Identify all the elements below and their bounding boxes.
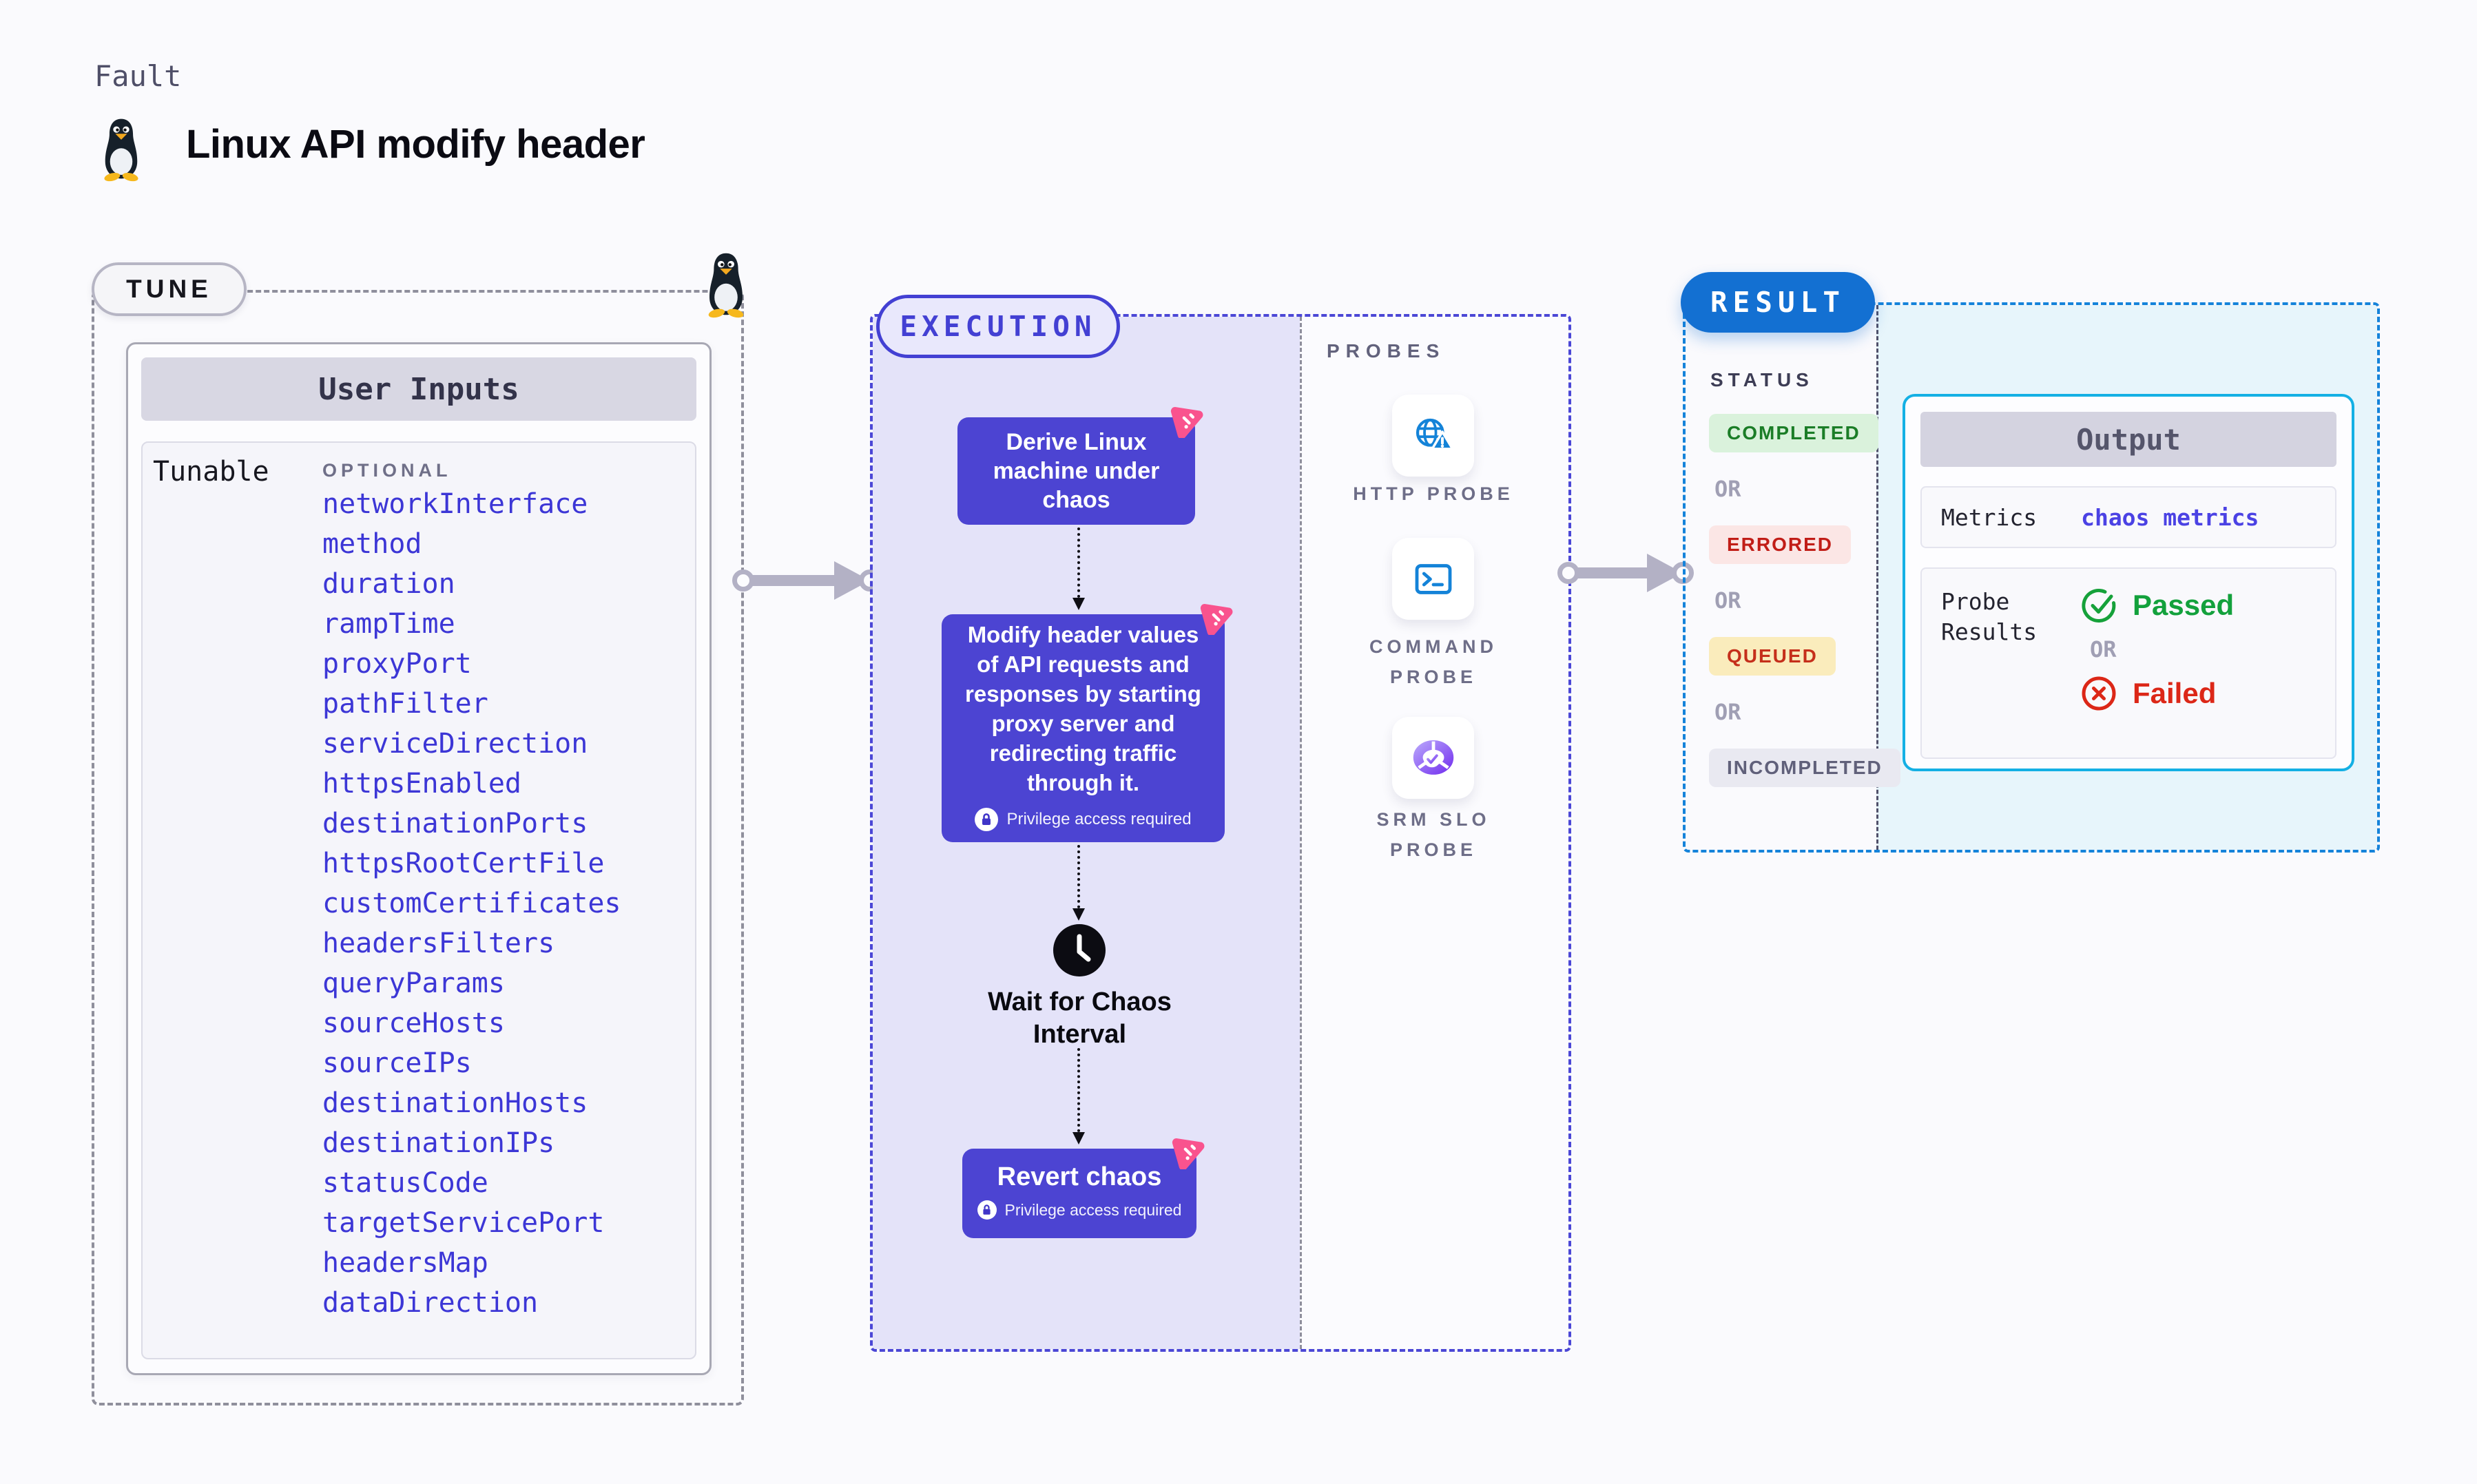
srm-slo-probe-card [1392,717,1474,799]
tunable-link[interactable]: destinationHosts [322,1087,588,1119]
command-probe-card [1392,538,1474,620]
page-title: Linux API modify header [186,122,645,167]
tunables-list: networkInterface method duration rampTime pr… [322,490,621,1317]
tunable-link[interactable]: pathFilter [322,688,488,720]
step-modify-label: Modify header values of API requests and… [965,622,1201,795]
probe-results-label: Probe Results [1941,588,2038,645]
probes-section-label: PROBES [1327,340,1446,362]
step-derive-machine: Derive Linux machine under chaos [957,417,1195,525]
or-separator: OR [2090,636,2117,662]
step-modify-header: Modify header values of API requests and… [942,614,1225,842]
http-probe-card [1392,395,1474,477]
command-probe-label: COMMAND PROBE [1369,636,1497,687]
status-item: ERRORED OR [1709,525,1852,614]
tune-section-outline [92,290,744,1405]
status-badge: QUEUED [1709,637,1836,676]
tunable-link[interactable]: destinationIPs [322,1127,555,1159]
tunable-link[interactable]: method [322,528,422,560]
clock-icon [1053,924,1106,976]
tune-pill: TUNE [92,262,247,316]
http-probe-label: HTTP PROBE [1353,483,1514,504]
flow-connector [1072,845,1085,921]
step-revert-label: Revert chaos [997,1162,1162,1191]
tunable-link[interactable]: httpsRootCertFile [322,848,605,879]
metrics-row: Metrics chaos metrics [1920,486,2336,548]
or-separator: OR [1714,476,1741,502]
privilege-note: Privilege access required [975,804,1192,834]
failed-line: Failed [2080,675,2234,712]
step-derive-label: Derive Linux machine under chaos [993,429,1160,513]
metrics-label: Metrics [1941,503,2038,531]
output-box: Output Metrics chaos metrics Probe Resul… [1903,394,2354,771]
optional-column-header: OPTIONAL [322,460,452,481]
status-output-divider [1876,305,1878,850]
or-separator: OR [1714,587,1741,614]
flow-connector [1072,527,1085,610]
tux-penguin-icon-small [707,253,745,318]
tunable-link[interactable]: customCertificates [322,888,621,919]
tunable-link[interactable]: rampTime [322,608,455,640]
execution-probes-divider [1300,317,1302,1349]
srm-slo-probe-label: SRM SLO PROBE [1376,809,1491,860]
tunable-link[interactable]: headersMap [322,1247,488,1279]
chaos-metrics-link[interactable]: chaos metrics [2081,503,2259,531]
output-header: Output [1920,412,2336,467]
tunable-link[interactable]: duration [322,568,455,600]
status-item: INCOMPLETED OR [1709,749,1900,787]
execution-to-result-arrow [1557,552,1694,594]
status-column-label: STATUS [1710,369,1814,390]
step-revert-chaos: Revert chaos Privilege access required [962,1149,1196,1238]
tunable-link[interactable]: dataDirection [322,1287,539,1319]
globe-alert-icon [1416,418,1453,450]
slo-donut-check-icon [1413,740,1453,775]
probes-area-fill [1302,317,1568,1349]
chaos-icon [1168,402,1203,438]
tunable-link[interactable]: networkInterface [322,488,588,520]
privilege-note: Privilege access required [977,1195,1182,1225]
failed-label: Failed [2133,677,2217,709]
passed-line: Passed [2080,587,2234,624]
result-pill: RESULT [1681,272,1875,333]
check-circle-icon [2082,589,2116,623]
privilege-label: Privilege access required [1004,1201,1182,1219]
tunable-link[interactable]: sourceHosts [322,1007,505,1039]
fault-kicker: Fault [94,59,182,93]
user-inputs-header: User Inputs [141,357,696,421]
tunable-link[interactable]: destinationPorts [322,808,588,839]
chaos-icon [1169,1133,1205,1169]
status-list: COMPLETED OR ERRORED OR QUEUED OR INCOMP… [1709,414,1900,787]
status-badge: INCOMPLETED [1709,749,1900,787]
probe-results-row: Probe Results Passed OR Failed [1920,567,2336,759]
tune-to-execution-arrow [732,560,881,601]
probe-results-values: Passed OR Failed [2080,587,2234,740]
x-circle-icon [2082,676,2116,711]
tunable-link[interactable]: statusCode [322,1167,488,1199]
flow-connector [1072,1048,1085,1145]
tunables-listbox [141,441,696,1359]
wait-interval-label: Wait for Chaos Interval [988,987,1172,1049]
status-item: QUEUED OR [1709,637,1836,725]
tunable-link[interactable]: queryParams [322,968,505,999]
tunable-link[interactable]: sourceIPs [322,1047,472,1079]
terminal-icon [1415,563,1451,594]
status-item: COMPLETED OR [1709,414,1878,502]
or-separator: OR [1714,699,1741,725]
lock-icon [975,807,999,831]
tux-penguin-icon [103,118,139,182]
tunable-link[interactable]: headersFilters [322,928,555,959]
tunable-row-label: Tunable [153,456,269,488]
status-badge: COMPLETED [1709,414,1878,452]
passed-label: Passed [2133,589,2235,621]
tunable-link[interactable]: httpsEnabled [322,768,521,800]
lock-icon [977,1200,997,1220]
privilege-label: Privilege access required [1006,810,1192,828]
status-badge: ERRORED [1709,525,1852,564]
tunable-link[interactable]: serviceDirection [322,728,588,760]
tunable-link[interactable]: proxyPort [322,648,472,680]
chaos-icon [1197,599,1233,635]
tunable-link[interactable]: targetServicePort [322,1207,605,1239]
execution-pill: EXECUTION [876,295,1120,358]
